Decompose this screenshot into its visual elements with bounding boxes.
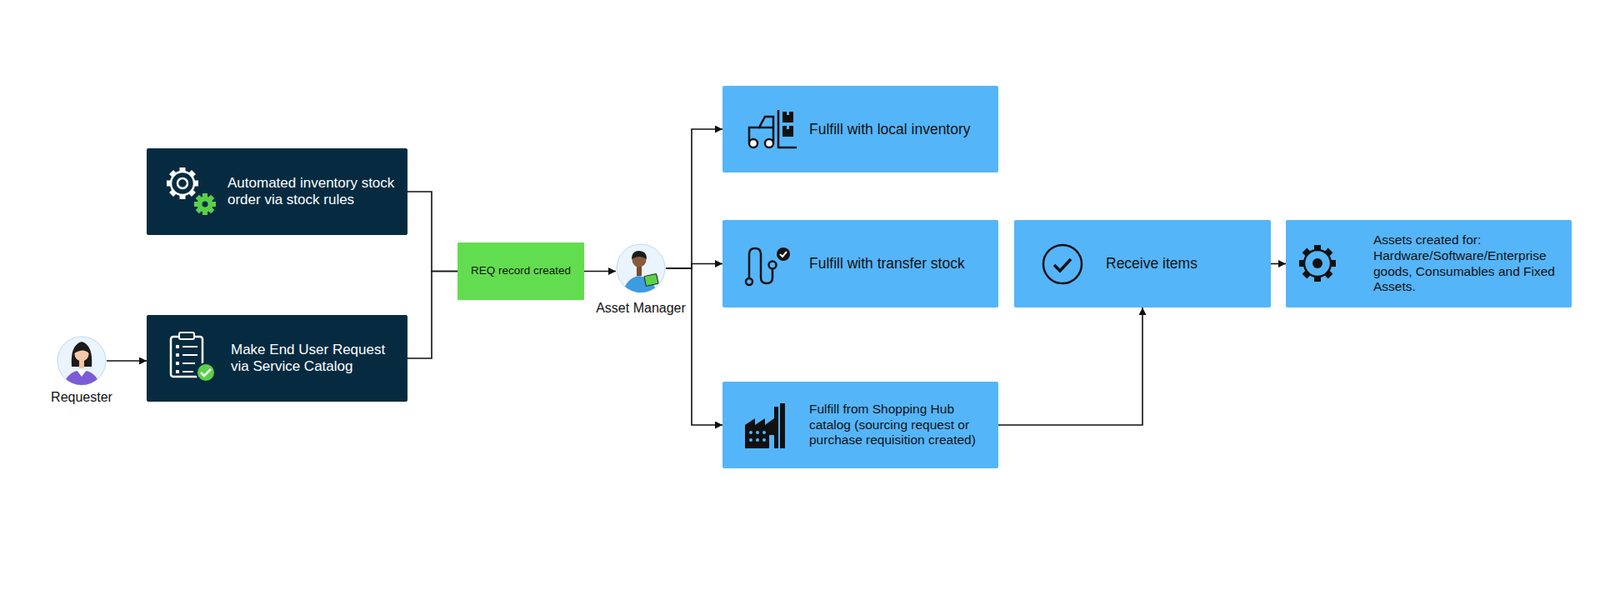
node-label: Make End User Request via Service Catalo…: [230, 341, 402, 376]
flow-connector: [584, 270, 616, 273]
actor-label: Requester: [50, 389, 113, 405]
node-label: Fulfill with transfer stock: [809, 255, 993, 273]
flow-connector: [106, 360, 147, 362]
transfer-icon: [745, 247, 790, 285]
flow-connector: [665, 129, 723, 269]
node-label: Automated inventory stock order via stoc…: [227, 175, 399, 210]
node-label: REQ record created: [462, 264, 580, 278]
factory-icon: [745, 403, 785, 449]
person-icon: [616, 244, 665, 297]
process-box: Assets created for: Hardware/Software/En…: [1285, 220, 1572, 308]
actor-label: Asset Manager: [595, 300, 686, 316]
node-label: Receive items: [1105, 255, 1265, 273]
process-box: Fulfill with transfer stock: [722, 220, 999, 308]
gear-icon: [1299, 245, 1336, 282]
gear-icon: [166, 167, 199, 200]
trigger-box: Make End User Request via Service Catalo…: [146, 315, 408, 402]
flow-connector: [407, 191, 458, 272]
flow-connector: [407, 271, 458, 360]
clipboard-icon: [170, 332, 215, 382]
process-box: Receive items: [1014, 220, 1271, 308]
node-label: Fulfill with local inventory: [809, 120, 993, 139]
flow-connector: [665, 268, 723, 425]
flow-connector: [665, 264, 723, 270]
gear-icon: [194, 193, 216, 215]
node-label: Fulfill from Shopping Hub catalog (sourc…: [809, 401, 995, 449]
actor-icon: Asset Manager: [615, 243, 666, 294]
person-icon: [57, 336, 106, 389]
flow-connector: [998, 307, 1143, 425]
node-label: Assets created for: Hardware/Software/En…: [1373, 232, 1567, 295]
flow-connector: [1270, 263, 1286, 265]
check-icon: [1043, 245, 1082, 284]
process-box: Fulfill from Shopping Hub catalog (sourc…: [722, 381, 999, 469]
record-box: REQ record created: [457, 242, 585, 300]
trigger-box: Automated inventory stock order via stoc…: [146, 148, 408, 235]
forklift-icon: [749, 110, 797, 149]
process-box: Fulfill with local inventory: [722, 85, 999, 173]
actor-icon: Requester: [56, 335, 107, 386]
